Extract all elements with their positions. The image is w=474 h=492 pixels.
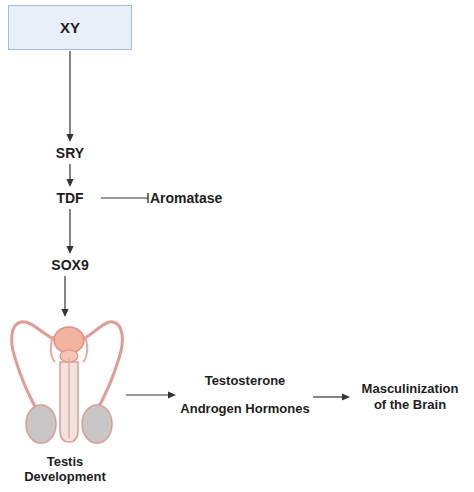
node-text: Testosterone bbox=[205, 373, 286, 389]
gene-label: SRY bbox=[40, 143, 100, 163]
gene-label: TDF bbox=[40, 188, 100, 208]
node-text: SOX9 bbox=[51, 257, 88, 274]
node-text: SRY bbox=[56, 145, 84, 162]
enzyme-label: Aromatase bbox=[150, 188, 242, 208]
arrow-connector bbox=[126, 391, 176, 398]
node-text: Androgen Hormones bbox=[180, 401, 309, 417]
hormone-node: TestosteroneAndrogen Hormones bbox=[178, 373, 312, 417]
node-text: Testis Development bbox=[15, 454, 115, 485]
inhibition-connector bbox=[101, 193, 148, 203]
arrow-connector bbox=[66, 164, 73, 187]
arrow-head bbox=[66, 246, 73, 254]
arrow-head bbox=[168, 391, 176, 398]
arrow-head bbox=[61, 309, 68, 317]
connector-line bbox=[313, 396, 343, 397]
urethra bbox=[68, 358, 70, 438]
inhibition-bar bbox=[147, 193, 148, 203]
vas-deferens bbox=[12, 322, 61, 410]
testis bbox=[82, 405, 112, 443]
connector-line bbox=[69, 209, 70, 247]
bladder bbox=[54, 327, 84, 353]
gene-label: SOX9 bbox=[40, 255, 100, 275]
node-text: Aromatase bbox=[150, 190, 222, 207]
arrow-connector bbox=[313, 393, 350, 400]
arrow-head bbox=[342, 393, 350, 400]
connector-line bbox=[101, 197, 148, 198]
testis bbox=[26, 405, 56, 443]
reproductive-organs bbox=[12, 322, 123, 443]
node-text: Masculinization of the Brain bbox=[354, 381, 466, 412]
arrow-connector bbox=[61, 276, 68, 317]
start-box: XY bbox=[8, 5, 132, 50]
outcome-node: Masculinization of the Brain bbox=[352, 380, 468, 414]
connector-line bbox=[69, 164, 70, 180]
vas-deferens bbox=[77, 322, 122, 410]
connector-line bbox=[69, 51, 70, 135]
node-text: XY bbox=[60, 19, 80, 37]
connector-line bbox=[126, 394, 169, 395]
arrow-connector bbox=[66, 51, 73, 142]
node-text: TDF bbox=[56, 190, 83, 207]
organ-node: Testis Development bbox=[5, 318, 125, 485]
arrow-head bbox=[66, 179, 73, 187]
arrow-connector bbox=[66, 209, 73, 254]
arrow-head bbox=[66, 134, 73, 142]
connector-line bbox=[64, 276, 65, 310]
